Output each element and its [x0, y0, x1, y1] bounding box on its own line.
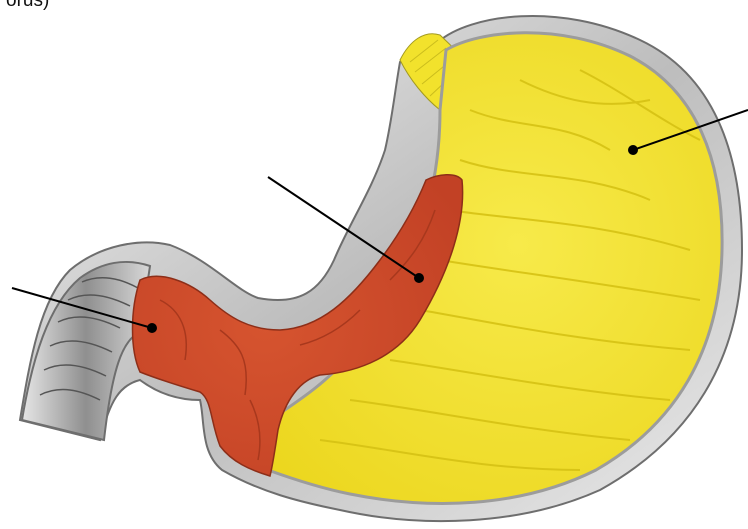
left-pointer-dot [147, 323, 157, 333]
center-pointer-dot [414, 273, 424, 283]
right-pointer-dot [628, 145, 638, 155]
